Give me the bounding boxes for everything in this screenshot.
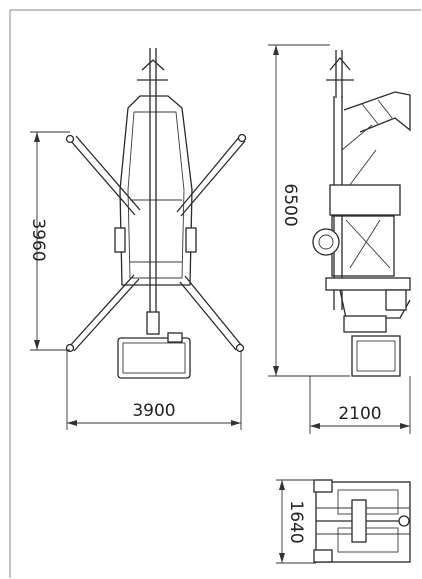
boom xyxy=(137,48,168,335)
page-border xyxy=(9,9,421,578)
work-basket xyxy=(117,332,191,379)
chassis xyxy=(114,95,197,286)
side-height-label: 6500 xyxy=(280,183,300,226)
top-view xyxy=(313,479,411,563)
side-view xyxy=(312,50,411,377)
front-width-label: 3900 xyxy=(132,401,175,421)
outrigger-legs xyxy=(65,133,247,353)
front-height-dimension: 3960 xyxy=(28,131,70,351)
top-width-dimension: 1640 xyxy=(276,479,316,564)
side-height-dimension: 6500 xyxy=(268,44,350,377)
side-width-dimension: 2100 xyxy=(309,376,411,434)
front-height-label: 3960 xyxy=(28,218,48,261)
top-width-label: 1640 xyxy=(286,500,306,543)
front-width-dimension: 3900 xyxy=(66,350,242,430)
side-width-label: 2100 xyxy=(338,404,381,424)
front-view xyxy=(65,48,247,379)
